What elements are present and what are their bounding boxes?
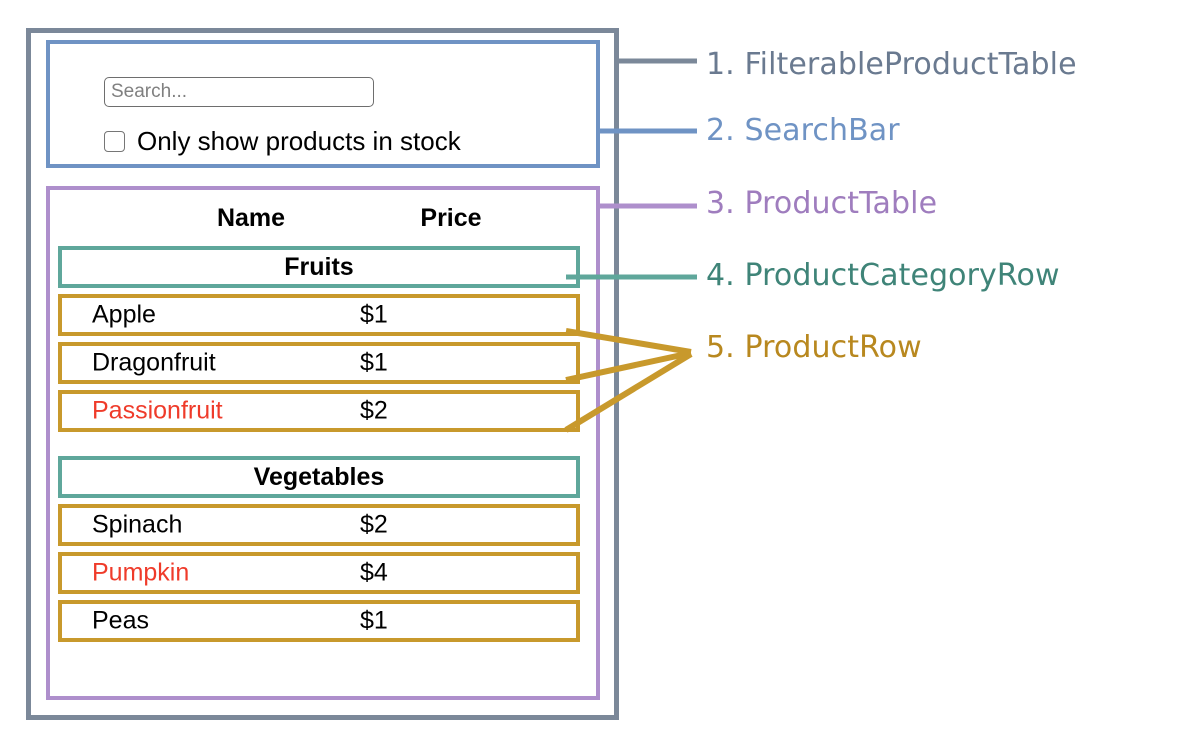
product-price: $1	[360, 606, 388, 635]
product-name: Apple	[92, 300, 156, 329]
product-category-row: Fruits	[58, 246, 580, 288]
product-price: $2	[360, 396, 388, 425]
column-header-price: Price	[420, 203, 482, 232]
search-input[interactable]	[104, 77, 374, 107]
product-category-row: Vegetables	[58, 456, 580, 498]
product-row[interactable]: Pumpkin $4	[58, 552, 580, 594]
product-price: $1	[360, 300, 388, 329]
product-price: $4	[360, 558, 388, 587]
product-row[interactable]: Dragonfruit $1	[58, 342, 580, 384]
search-bar-container: Only show products in stock	[46, 40, 600, 168]
annotation-label-product-category-row: 4. ProductCategoryRow	[706, 258, 1060, 293]
product-row[interactable]: Spinach $2	[58, 504, 580, 546]
product-table-container: Name Price Fruits Apple $1 Dragonfruit $…	[46, 186, 600, 700]
only-in-stock-checkbox[interactable]	[104, 130, 125, 152]
product-name: Dragonfruit	[92, 348, 216, 377]
product-name: Peas	[92, 606, 149, 635]
product-name: Pumpkin	[92, 558, 190, 587]
product-table-header-row: Name Price	[50, 196, 596, 240]
group-spacer	[58, 438, 580, 456]
category-label: Fruits	[284, 252, 354, 281]
only-in-stock-label: Only show products in stock	[137, 126, 461, 156]
annotation-label-search-bar: 2. SearchBar	[706, 113, 900, 148]
product-row[interactable]: Peas $1	[58, 600, 580, 642]
product-price: $2	[360, 510, 388, 539]
annotation-label-filterable-product-table: 1. FilterableProductTable	[706, 47, 1077, 82]
product-row[interactable]: Passionfruit $2	[58, 390, 580, 432]
annotation-label-product-row: 5. ProductRow	[706, 330, 922, 365]
in-stock-filter-row[interactable]: Only show products in stock	[104, 128, 461, 154]
product-row[interactable]: Apple $1	[58, 294, 580, 336]
product-table-body: Fruits Apple $1 Dragonfruit $1 Passionfr…	[58, 246, 580, 648]
category-label: Vegetables	[253, 462, 385, 491]
annotation-label-product-table: 3. ProductTable	[706, 186, 938, 221]
product-price: $1	[360, 348, 388, 377]
column-header-name: Name	[216, 203, 286, 232]
product-name: Passionfruit	[92, 396, 223, 425]
product-name: Spinach	[92, 510, 183, 539]
